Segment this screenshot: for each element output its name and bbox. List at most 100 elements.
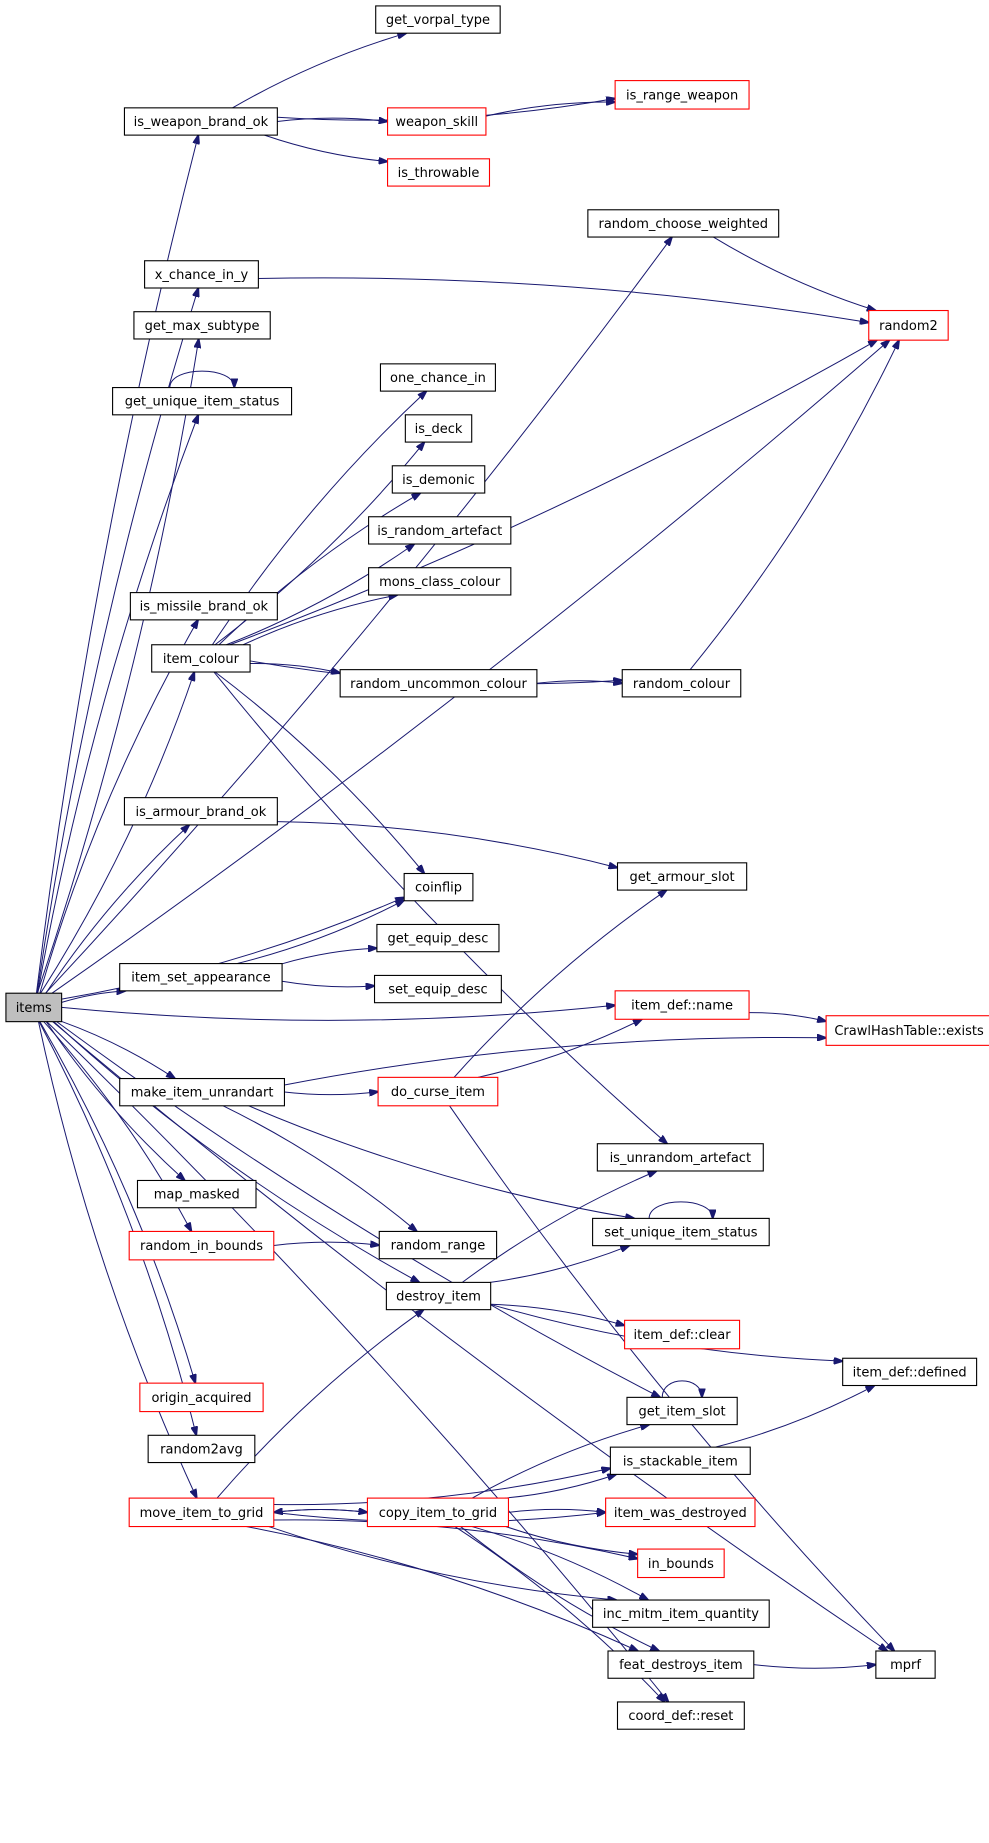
node-box <box>112 387 293 416</box>
node-set-unique-item-status[interactable]: set_unique_item_status <box>592 1217 770 1247</box>
node-box <box>637 1548 725 1579</box>
edge-items-to-destroy_item <box>53 1021 420 1283</box>
node-is-stackable-item[interactable]: is_stackable_item <box>609 1446 751 1475</box>
edge-items-to-map_masked <box>45 1021 185 1181</box>
edge-do_curse_item-to-get_armour_slot <box>453 890 667 1078</box>
node-box <box>387 107 487 136</box>
node-get-vorpal-type[interactable]: get_vorpal_type <box>375 5 501 34</box>
node-box <box>129 592 278 621</box>
node-label: make_item_unrandart <box>131 1086 274 1101</box>
node-label: get_unique_item_status <box>125 395 280 410</box>
node-label: x_chance_in_y <box>155 268 249 283</box>
node-get-armour-slot[interactable]: get_armour_slot <box>616 862 748 891</box>
node-mprf[interactable]: mprf <box>875 1650 936 1679</box>
edge-is_weapon_brand_ok-to-get_vorpal_type <box>232 33 407 109</box>
edge-copy_item_to_grid-to-move_item_to_grid <box>274 1510 368 1513</box>
edge-is_weapon_brand_ok-to-is_throwable <box>264 134 387 161</box>
node-label: get_vorpal_type <box>386 13 490 28</box>
node-label: item_def::defined <box>853 1365 967 1380</box>
node-copy-item-to-grid[interactable]: copy_item_to_grid <box>366 1497 510 1528</box>
node-inc-mitm-item-quantity[interactable]: inc_mitm_item_quantity <box>592 1599 770 1628</box>
node-box <box>842 1357 978 1387</box>
node-label: one_chance_in <box>390 371 486 386</box>
node-box <box>377 1076 499 1107</box>
node-box <box>614 990 750 1020</box>
node-x-chance-in-y[interactable]: x_chance_in_y <box>144 260 259 289</box>
node-label: item_set_appearance <box>131 971 270 986</box>
node-label: coinflip <box>415 881 462 896</box>
node-item-def-clear[interactable]: item_def::clear <box>624 1319 741 1350</box>
edge-item_colour-to-random_uncommon_colour <box>250 663 340 672</box>
edge-item_colour-to-random2 <box>229 340 877 646</box>
node-box <box>133 311 271 340</box>
edge-feat_destroys_item-to-mprf <box>753 1665 876 1669</box>
node-random-range[interactable]: random_range <box>378 1230 498 1260</box>
node-label: random_range <box>391 1239 486 1254</box>
node-random-uncommon-colour[interactable]: random_uncommon_colour <box>339 669 538 698</box>
node-is-random-artefact[interactable]: is_random_artefact <box>368 516 512 545</box>
edge-get_unique_item_status-to-get_unique_item_status <box>169 370 234 388</box>
node-make-item-unrandart[interactable]: make_item_unrandart <box>119 1077 286 1107</box>
node-is-missile-brand-ok[interactable]: is_missile_brand_ok <box>129 592 278 621</box>
node-origin-acquired[interactable]: origin_acquired <box>139 1382 264 1413</box>
edge-move_item_to_grid-to-is_stackable_item <box>273 1468 611 1506</box>
edge-get_item_slot-to-get_item_slot <box>661 1380 702 1398</box>
node-label: is_missile_brand_ok <box>140 600 269 615</box>
edge-item_def_name-to-crawlhashtable_exists <box>749 1012 826 1022</box>
node-coord-def-reset[interactable]: coord_def::reset <box>616 1701 745 1730</box>
node-is-unrandom-artefact[interactable]: is_unrandom_artefact <box>596 1143 764 1172</box>
node-do-curse-item[interactable]: do_curse_item <box>377 1076 499 1107</box>
node-is-armour-brand-ok[interactable]: is_armour_brand_ok <box>123 797 278 826</box>
node-is-range-weapon[interactable]: is_range_weapon <box>614 80 750 110</box>
node-box <box>404 414 473 443</box>
node-box <box>119 963 283 992</box>
node-destroy-item[interactable]: destroy_item <box>385 1281 492 1311</box>
node-item-def-name[interactable]: item_def::name <box>614 990 750 1020</box>
node-label: copy_item_to_grid <box>379 1506 497 1521</box>
edge-items-to-random2avg <box>38 1021 196 1436</box>
node-coinflip[interactable]: coinflip <box>403 872 474 902</box>
node-random-colour[interactable]: random_colour <box>621 669 742 698</box>
node-map-masked[interactable]: map_masked <box>136 1179 257 1209</box>
node-is-demonic[interactable]: is_demonic <box>391 465 486 494</box>
node-box <box>868 309 949 341</box>
edge-random_colour-to-random2 <box>689 340 899 670</box>
edge-item_colour-to-is_demonic <box>218 493 420 646</box>
node-box <box>605 1497 756 1528</box>
edge-copy_item_to_grid-to-in_bounds <box>505 1526 638 1555</box>
node-get-item-slot[interactable]: get_item_slot <box>626 1396 738 1426</box>
node-box <box>391 465 486 494</box>
node-get-equip-desc[interactable]: get_equip_desc <box>376 923 500 953</box>
node-box <box>616 862 748 891</box>
node-label: is_weapon_brand_ok <box>134 115 269 130</box>
edge-do_curse_item-to-mprf <box>449 1105 895 1651</box>
node-item-set-appearance[interactable]: item_set_appearance <box>119 963 283 992</box>
edge-items-to-random_choose_weighted <box>45 237 672 994</box>
node-get-max-subtype[interactable]: get_max_subtype <box>133 311 271 340</box>
node-random-in-bounds[interactable]: random_in_bounds <box>128 1230 275 1261</box>
node-label: set_equip_desc <box>388 983 487 998</box>
node-is-deck[interactable]: is_deck <box>404 414 473 443</box>
node-get-unique-item-status[interactable]: get_unique_item_status <box>112 387 293 416</box>
node-feat-destroys-item[interactable]: feat_destroys_item <box>607 1650 755 1679</box>
node-is-throwable[interactable]: is_throwable <box>387 158 491 187</box>
node-set-equip-desc[interactable]: set_equip_desc <box>373 974 502 1004</box>
node-item-def-defined[interactable]: item_def::defined <box>842 1357 978 1387</box>
node-weapon-skill[interactable]: weapon_skill <box>387 107 487 136</box>
node-label: is_unrandom_artefact <box>610 1151 751 1166</box>
node-item-was-destroyed[interactable]: item_was_destroyed <box>605 1497 756 1528</box>
node-items[interactable]: items <box>5 992 63 1023</box>
node-box <box>626 1396 738 1426</box>
node-random2[interactable]: random2 <box>868 309 949 341</box>
node-is-weapon-brand-ok[interactable]: is_weapon_brand_ok <box>123 107 278 136</box>
node-one-chance-in[interactable]: one_chance_in <box>379 363 496 392</box>
node-move-item-to-grid[interactable]: move_item_to_grid <box>128 1497 275 1528</box>
node-crawlhashtable-exists[interactable]: CrawlHashTable::exists <box>825 1015 989 1046</box>
node-random2avg[interactable]: random2avg <box>147 1434 256 1464</box>
node-mons-class-colour[interactable]: mons_class_colour <box>368 567 512 596</box>
node-item-colour[interactable]: item_colour <box>151 644 251 673</box>
node-label: map_masked <box>154 1188 240 1203</box>
node-random-choose-weighted[interactable]: random_choose_weighted <box>587 209 780 238</box>
edge-destroy_item-to-item_def_clear <box>490 1303 625 1325</box>
node-in-bounds[interactable]: in_bounds <box>637 1548 725 1579</box>
